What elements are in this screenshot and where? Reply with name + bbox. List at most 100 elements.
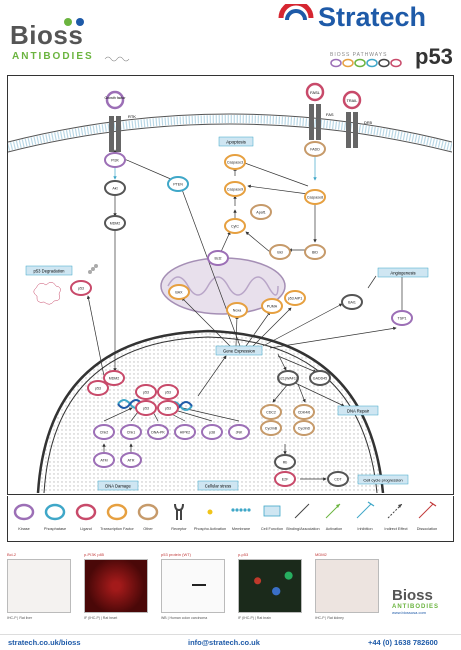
legend-ring-icon xyxy=(106,503,128,521)
node-bax[interactable]: BAX xyxy=(168,284,190,300)
box-apoptosis: Apoptosis xyxy=(226,140,247,145)
node-atr[interactable]: ATR xyxy=(120,452,142,468)
process-boxes: Apoptosis p53 Degradation Angiogenesis G… xyxy=(25,136,429,491)
node-label: CDC2 xyxy=(266,411,276,415)
thumbnail-title: p-PI3K p85 xyxy=(84,552,105,557)
node-caspase9[interactable]: Caspase9 xyxy=(224,181,246,197)
node-cdk46[interactable]: CDK4/6 xyxy=(293,404,315,420)
node-label: E2F xyxy=(282,478,289,482)
membrane-icon xyxy=(235,508,239,512)
node-bid2[interactable]: BID xyxy=(304,244,326,260)
node-cytc[interactable]: CytC xyxy=(224,218,246,234)
node-gadd45[interactable]: GADD45 xyxy=(309,370,331,386)
node-p21[interactable]: p21(WAF1) xyxy=(277,370,299,386)
node-label: ATM xyxy=(100,459,107,463)
footer-email-link[interactable]: info@stratech.co.uk xyxy=(188,638,260,647)
legend-label: Phospho Activation xyxy=(194,527,226,531)
node-pten[interactable]: PTEN xyxy=(167,176,189,192)
receptor-icon xyxy=(174,503,184,520)
promo-website[interactable]: www.biossusa.com xyxy=(392,610,427,615)
legend-label: Phosphatase xyxy=(44,527,66,531)
node-noxa[interactable]: Noxa xyxy=(226,302,248,318)
node-cycd[interactable]: CyclinD xyxy=(293,420,315,436)
promo-bioss-text: Bioss xyxy=(392,587,433,604)
arrow-icon xyxy=(356,503,372,519)
node-label: PUMA xyxy=(267,305,278,309)
pathways-label: BIOSS PATHWAYS xyxy=(330,52,388,58)
node-fadd[interactable]: FADD xyxy=(304,141,326,157)
legend-item: Phosphatase xyxy=(44,503,66,531)
node-p53-a[interactable]: p53 xyxy=(135,384,157,400)
node-bcl2[interactable]: Bcl2 xyxy=(207,250,229,266)
node-apaf1[interactable]: Apaf1 xyxy=(250,204,272,220)
node-p53-b[interactable]: p53 xyxy=(157,384,179,400)
membrane-icon xyxy=(243,508,247,512)
node-caspase8[interactable]: Caspase8 xyxy=(304,189,326,205)
node-tsp1[interactable]: TSP1 xyxy=(391,310,413,326)
node-label: p53 xyxy=(165,391,171,395)
box-dna-damage: DNA Damage xyxy=(105,484,131,489)
nucleus xyxy=(36,329,385,494)
node-cyclinb[interactable]: CyclinB xyxy=(260,420,282,436)
node-puma[interactable]: PUMA xyxy=(261,298,283,314)
node-label: Caspase3 xyxy=(227,161,243,165)
node-label: Noxa xyxy=(233,309,241,313)
node-p53-c[interactable]: p53 xyxy=(135,400,157,416)
mitochondrion xyxy=(160,257,286,315)
legend-item: Indirect Effect xyxy=(384,503,409,531)
node-bai1[interactable]: BAI1 xyxy=(341,294,363,310)
node-mdm2-top[interactable]: MDM2 xyxy=(104,215,126,231)
node-mdm2-nuc[interactable]: MDM2 xyxy=(103,370,125,386)
node-p38[interactable]: p38 xyxy=(201,424,223,440)
legend-label: Activation xyxy=(326,527,342,531)
node-label: CytC xyxy=(231,225,239,229)
node-cdt[interactable]: CDT xyxy=(327,471,349,487)
node-dnapk[interactable]: DNA-PK xyxy=(147,424,169,440)
node-rb[interactable]: Rb xyxy=(274,454,296,470)
node-pi3k[interactable]: PI3K xyxy=(104,152,126,168)
page-title: p53 xyxy=(415,44,453,69)
node-caspase3[interactable]: Caspase3 xyxy=(224,154,246,170)
phospho-icon xyxy=(207,509,213,515)
ubiquitin-chain-icon xyxy=(88,264,98,274)
node-p53-deg[interactable]: p53 xyxy=(70,280,92,296)
fas-receptor: FASL FAS xyxy=(305,82,334,140)
node-p53-d[interactable]: p53 xyxy=(157,400,179,416)
node-e2f[interactable]: E2F xyxy=(274,471,296,487)
node-chk2[interactable]: Chk2 xyxy=(93,424,115,440)
thumbnail-title: p-p53 xyxy=(238,552,249,557)
node-label: Chk2 xyxy=(100,431,108,435)
legend-item: Membrane xyxy=(231,508,251,531)
legend-item: Receptor xyxy=(171,503,187,531)
cell-membrane xyxy=(7,113,453,153)
legend-label: Cell Function xyxy=(261,527,283,531)
node-label: p53 xyxy=(95,387,101,391)
node-bid[interactable]: Bid xyxy=(269,244,291,260)
rtk-label: RTK xyxy=(128,114,136,119)
node-label: TSP1 xyxy=(398,317,407,321)
node-jnk[interactable]: JNK xyxy=(228,424,250,440)
bioss-logo-text: Bioss xyxy=(10,20,84,50)
legend-item: Inhibition xyxy=(356,501,375,531)
node-atm[interactable]: ATM xyxy=(93,452,115,468)
box-p53-degradation: p53 Degradation xyxy=(34,269,66,274)
legend-label: Kinase xyxy=(18,527,30,531)
node-label: CDK4/6 xyxy=(298,411,311,415)
node-cdc2[interactable]: CDC2 xyxy=(260,404,282,420)
legend-ring-icon xyxy=(44,503,66,521)
node-p53aip1[interactable]: p53 AIP1 xyxy=(284,290,306,306)
thumbnail-card[interactable]: p53 protein (WT)WB | Human colon carcino… xyxy=(161,552,233,632)
node-akt[interactable]: Akt xyxy=(104,180,126,196)
box-angiogenesis: Angiogenesis xyxy=(390,271,415,276)
membrane-icon xyxy=(239,508,243,512)
footer-website-link[interactable]: stratech.co.uk/bioss xyxy=(8,638,81,647)
node-chk1[interactable]: Chk1 xyxy=(120,424,142,440)
node-p53-nuc[interactable]: p53 xyxy=(87,380,109,396)
node-hipk2[interactable]: HIPK2 xyxy=(174,424,196,440)
